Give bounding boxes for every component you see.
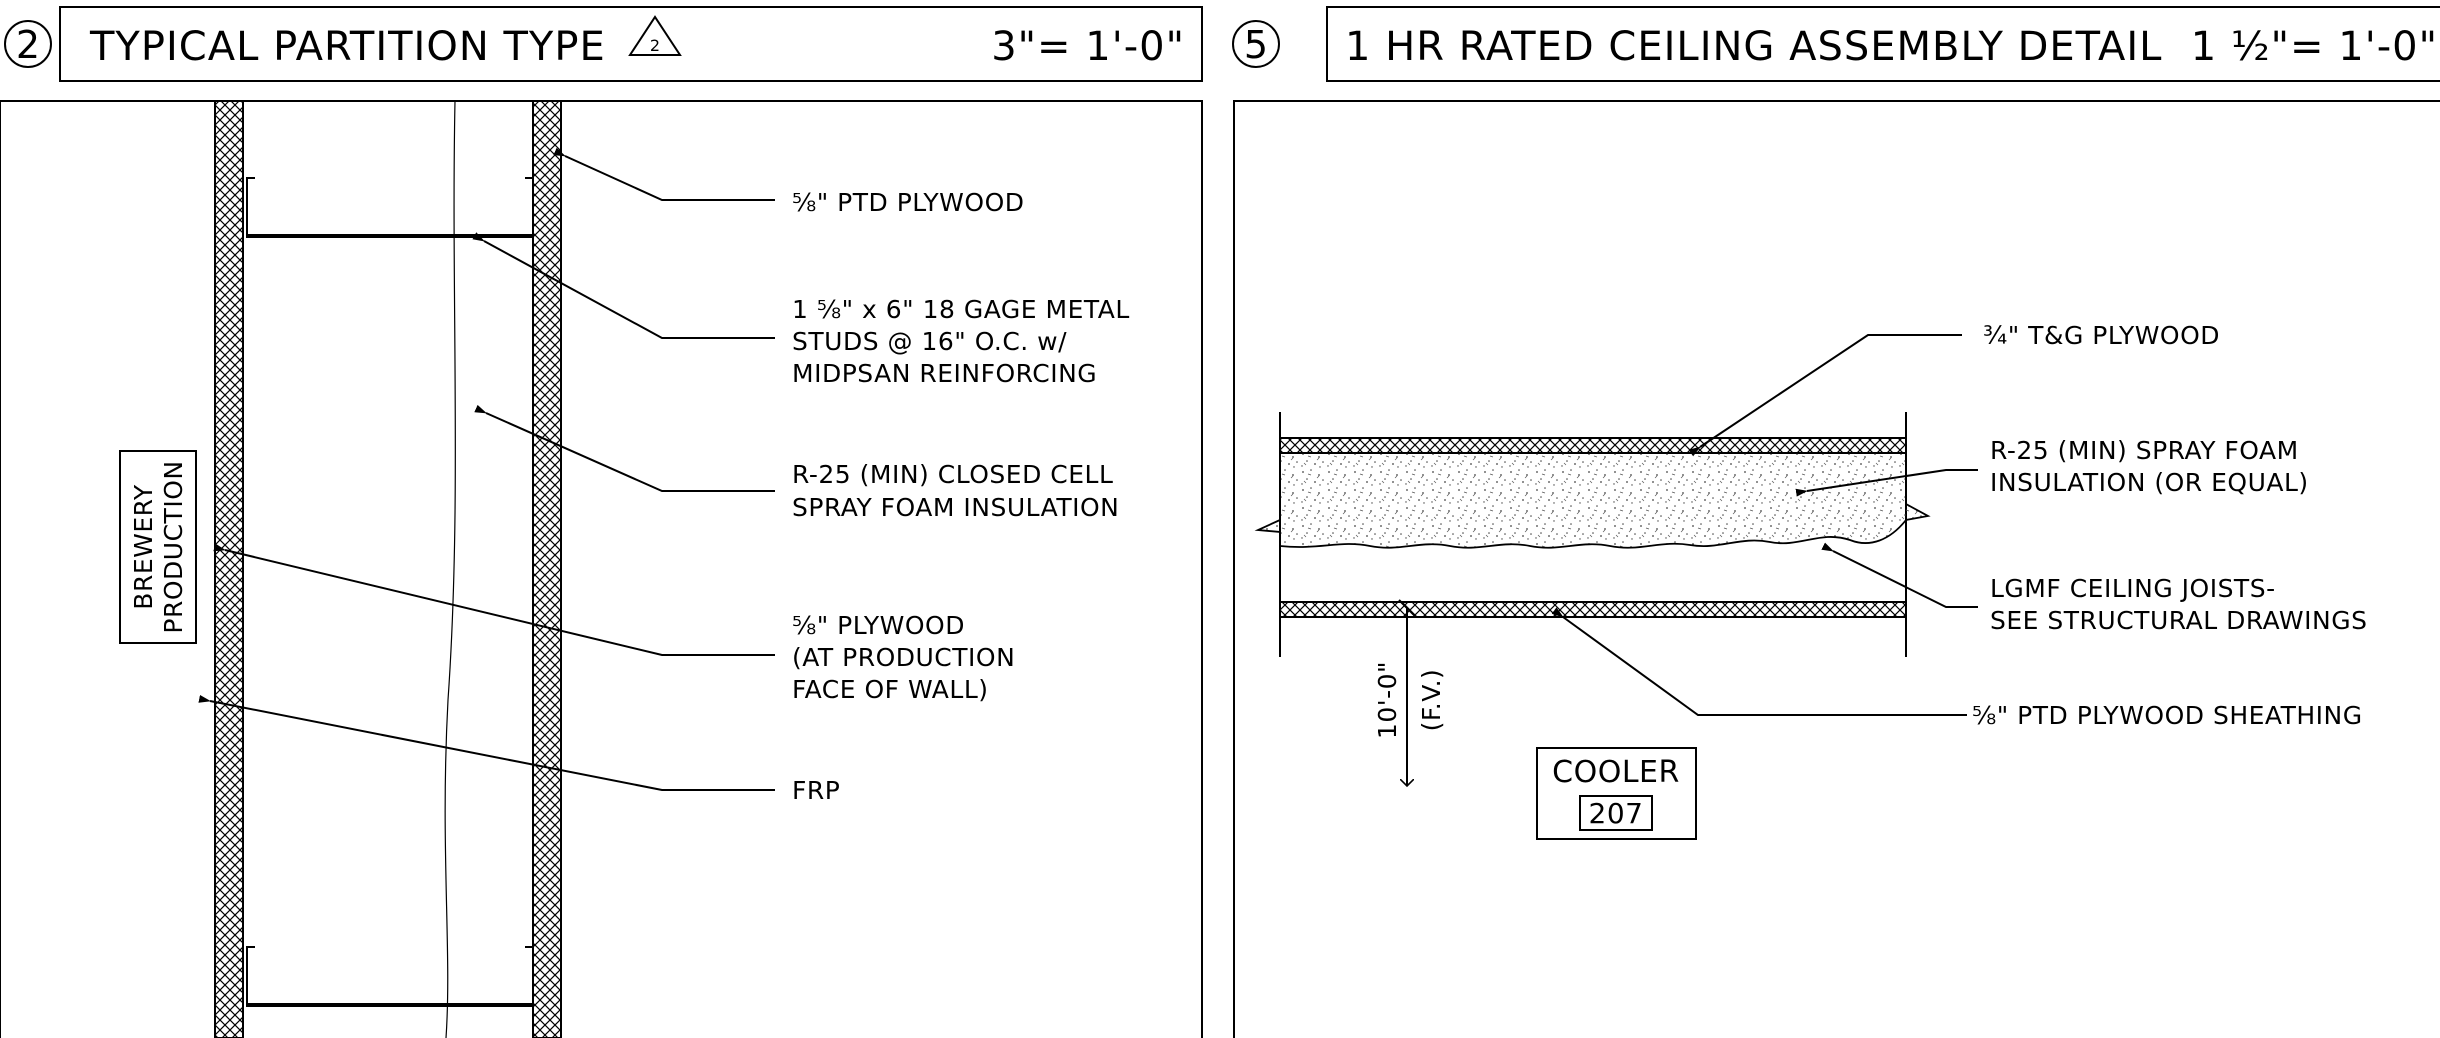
leader-spray-foam [474, 404, 775, 492]
note-line: FACE OF WALL) [792, 675, 989, 704]
tg-plywood-layer [1279, 437, 1907, 454]
dimension-note: (F.V.) [1417, 669, 1446, 732]
note-line: ⅝" PLYWOOD [792, 611, 965, 640]
dimension-value: 10'-0" [1373, 661, 1402, 739]
leader-ptd-plywood [553, 147, 775, 201]
room-tag-cooler: COOLER 207 [1536, 747, 1697, 840]
metal-stud-bottom [246, 946, 534, 1007]
room-number: 207 [1589, 797, 1644, 830]
metal-stud-top [246, 177, 534, 238]
leader-spray-foam [1795, 469, 1978, 497]
leader-sheathing [1551, 607, 1967, 716]
leader-lines [198, 147, 775, 791]
detail-left: 2 TYPICAL PARTITION TYPE 2 3"= 1'-0" BRE… [0, 6, 1203, 1038]
ceiling-assembly-section [1254, 412, 1931, 657]
note-sheathing: ⅝" PTD PLYWOOD SHEATHING [1972, 701, 2363, 730]
leader-tg-plywood [1688, 334, 1962, 457]
detail-right: 5 1 HR RATED CEILING ASSEMBLY DETAIL 1 ½… [1232, 6, 2440, 1038]
leader-lines [1551, 334, 1978, 716]
detail-scale: 3"= 1'-0" [991, 24, 1185, 70]
detail-scale: 1 ½"= 1'-0" [2191, 24, 2438, 70]
detail-number-bubble: 2 [4, 20, 52, 68]
room-tag-line-1: BREWERY [129, 484, 158, 610]
partition-wall-section [214, 100, 562, 1038]
detail-number: 5 [1244, 23, 1268, 67]
room-tag-brewery-production: BREWERY PRODUCTION [119, 450, 197, 644]
detail-number-bubble: 5 [1232, 20, 1280, 68]
note-line: MIDPSAN REINFORCING [792, 359, 1097, 388]
detail-number: 2 [16, 23, 40, 67]
ptd-plywood-sheathing-layer [1279, 601, 1907, 618]
note-line: SPRAY FOAM INSULATION [792, 493, 1119, 522]
note-spray-foam: R-25 (MIN) CLOSED CELL SPRAY FOAM INSULA… [792, 460, 1119, 522]
note-metal-studs: 1 ⅝" x 6" 18 GAGE METAL STUDS @ 16" O.C.… [792, 295, 1130, 388]
title-box [59, 6, 1203, 82]
detail-frame [1233, 100, 2440, 1038]
note-spray-foam: R-25 (MIN) SPRAY FOAM INSULATION (OR EQU… [1990, 436, 2309, 497]
note-line: (AT PRODUCTION [792, 643, 1015, 672]
note-ptd-plywood: ⅝" PTD PLYWOOD [792, 188, 1025, 217]
note-line: 1 ⅝" x 6" 18 GAGE METAL [792, 295, 1130, 324]
detail-title: 1 HR RATED CEILING ASSEMBLY DETAIL [1345, 24, 2162, 70]
note-line: ¾" T&G PLYWOOD [1983, 321, 2220, 350]
note-line: FRP [792, 776, 840, 805]
revision-number: 2 [650, 36, 660, 55]
plywood-layer-right [532, 100, 562, 1038]
note-frp: FRP [792, 776, 840, 805]
note-line: LGMF CEILING JOISTS- [1990, 574, 2276, 603]
note-line: ⅝" PTD PLYWOOD SHEATHING [1972, 701, 2363, 730]
revision-delta: 2 [628, 15, 682, 56]
title-box [1326, 6, 2440, 82]
note-line: ⅝" PTD PLYWOOD [792, 188, 1025, 217]
height-dimension: 10'-0" (F.V.) [1373, 599, 1446, 786]
detail-frame [0, 100, 1203, 1038]
note-joists: LGMF CEILING JOISTS- SEE STRUCTURAL DRAW… [1990, 574, 2367, 635]
leader-joists [1821, 542, 1978, 608]
note-line: INSULATION (OR EQUAL) [1990, 468, 2309, 497]
room-tag-line-2: PRODUCTION [159, 460, 188, 633]
detail-title: TYPICAL PARTITION TYPE [89, 24, 606, 70]
note-line: R-25 (MIN) CLOSED CELL [792, 460, 1113, 489]
leader-metal-studs [472, 232, 775, 339]
note-tg-plywood: ¾" T&G PLYWOOD [1983, 321, 2220, 350]
leader-plywood-face [213, 543, 775, 656]
room-name: COOLER [1552, 755, 1680, 790]
plywood-layer-left [214, 100, 244, 1038]
note-line: SEE STRUCTURAL DRAWINGS [1990, 606, 2367, 635]
foam-break-line [444, 100, 456, 1038]
note-plywood-face: ⅝" PLYWOOD (AT PRODUCTION FACE OF WALL) [792, 611, 1015, 704]
leader-frp [198, 694, 775, 791]
note-line: R-25 (MIN) SPRAY FOAM [1990, 436, 2299, 465]
room-number-box [1579, 795, 1653, 831]
note-line: STUDS @ 16" O.C. w/ [792, 327, 1067, 356]
spray-foam-layer [1254, 452, 1931, 549]
